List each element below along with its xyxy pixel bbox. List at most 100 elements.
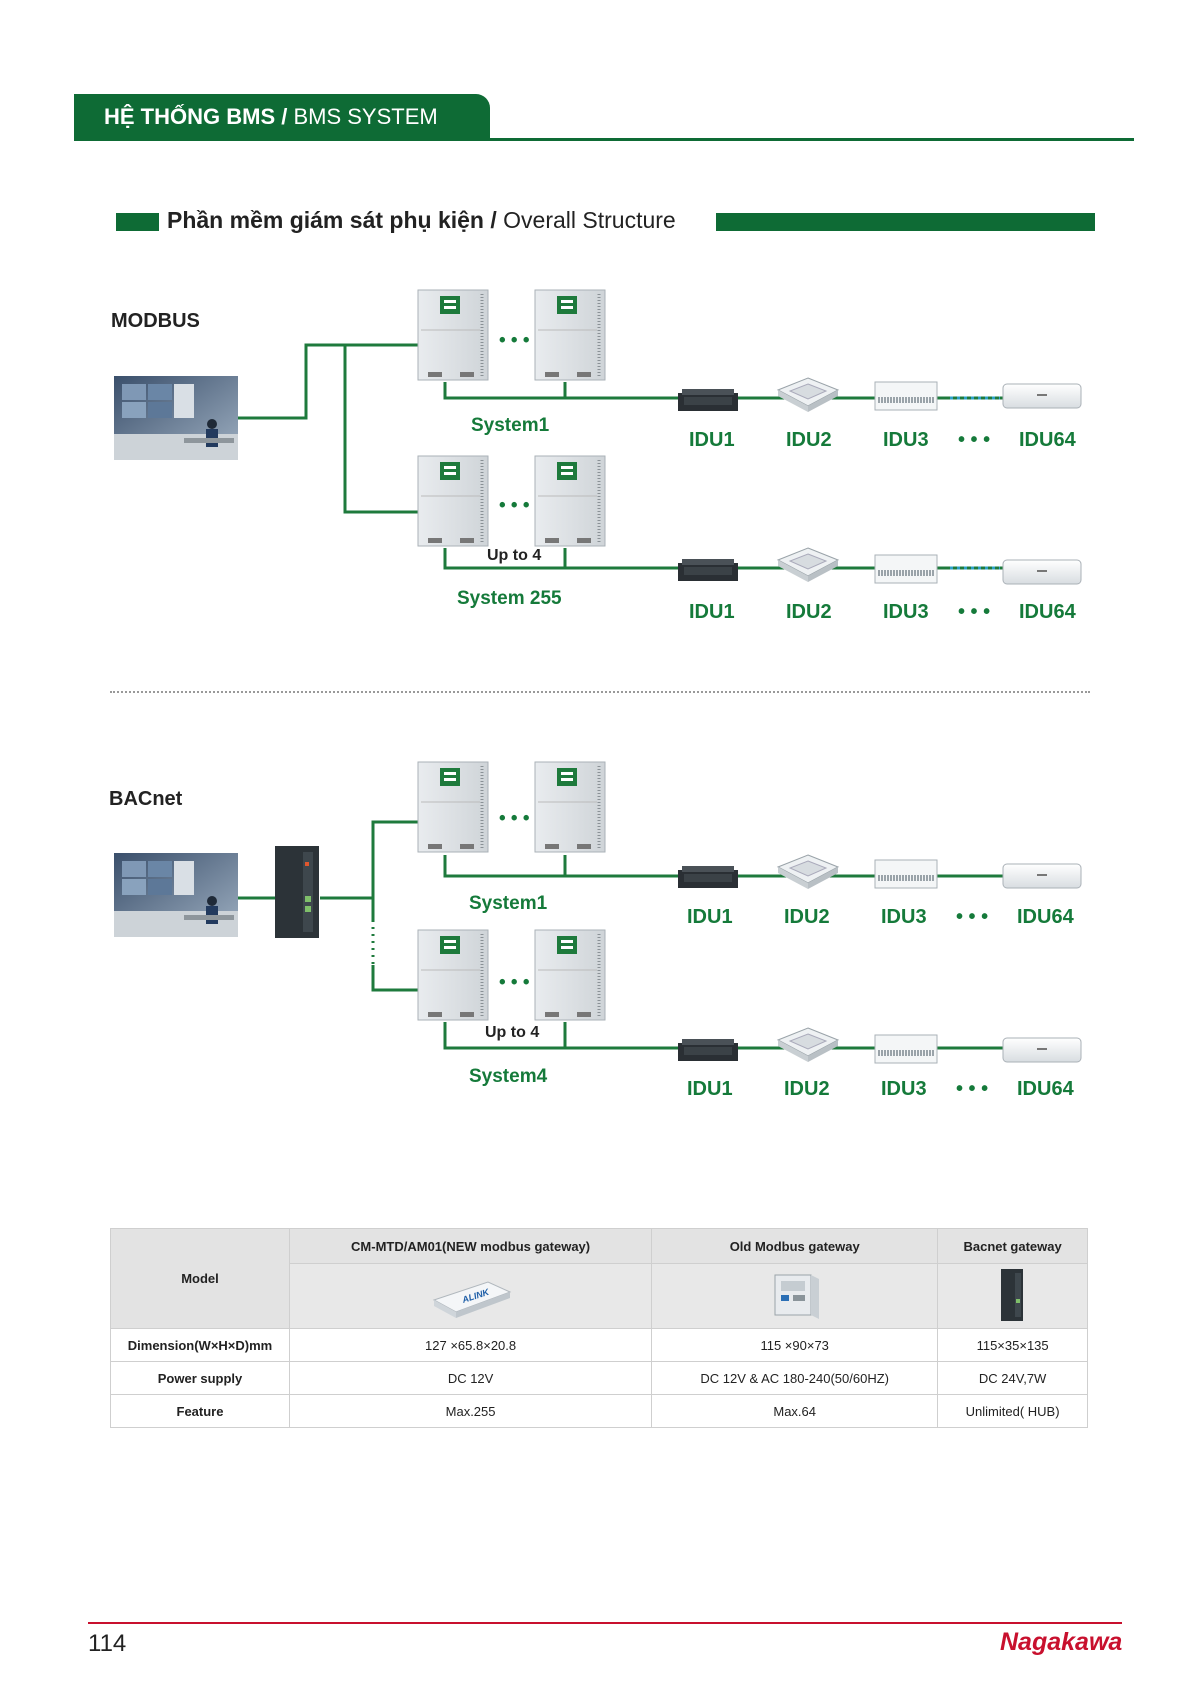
table-image-row: ALINK xyxy=(111,1263,1088,1329)
modbus-idu2-label: IDU2 xyxy=(786,429,832,451)
bacnet-label: BACnet xyxy=(109,788,183,810)
outdoor-unit-icon xyxy=(533,760,607,854)
wall-unit-icon xyxy=(1002,863,1082,889)
outdoor-unit-icon xyxy=(416,288,490,382)
modbus-lines xyxy=(238,343,1010,570)
model-header: Model xyxy=(110,1228,290,1329)
outdoor-unit-icon xyxy=(416,760,490,854)
bacnet-odu-ellipsis-2: • • • xyxy=(499,972,530,993)
column-header: CM-MTD/AM01(NEW modbus gateway) xyxy=(288,1228,653,1264)
header-rule xyxy=(74,138,1134,141)
old-gateway-device-icon xyxy=(774,1274,819,1319)
wall-unit-icon xyxy=(1002,1037,1082,1063)
outdoor-unit-icon xyxy=(416,928,490,1022)
bms-structure-diagram xyxy=(114,288,1082,1200)
section-bar-left xyxy=(116,213,159,231)
modbus-idu-ellipsis: • • • xyxy=(958,429,991,451)
modbus-idu64-label: IDU64 xyxy=(1019,429,1076,451)
bacnet-system1-label: System1 xyxy=(469,893,548,914)
table-cell: Unlimited( HUB) xyxy=(937,1394,1088,1428)
section-title-rest: Overall Structure xyxy=(496,207,676,233)
ceiling-unit-icon xyxy=(875,860,937,888)
header-title-bold: HỆ THỐNG BMS / xyxy=(104,104,288,129)
control-room-image xyxy=(114,376,238,460)
table-cell: DC 12V xyxy=(288,1361,653,1395)
header-tab: HỆ THỐNG BMS / BMS SYSTEM xyxy=(74,94,490,140)
footer-rule xyxy=(88,1622,1122,1624)
table-row: Power supply DC 12V DC 12V & AC 180-240(… xyxy=(110,1361,1088,1395)
bacnet-diagram xyxy=(114,760,1082,1063)
bacnet-system4-label: System4 xyxy=(469,1066,548,1087)
old-modbus-gateway-image xyxy=(651,1263,939,1329)
table-cell: 127 ×65.8×20.8 xyxy=(288,1328,653,1362)
section-bar-right xyxy=(716,213,1095,231)
bacnet-idu3-label: IDU3 xyxy=(881,1078,927,1100)
new-modbus-gateway-image: ALINK xyxy=(288,1263,653,1329)
table-row: Dimension(W×H×D)mm 127 ×65.8×20.8 115 ×9… xyxy=(110,1328,1088,1362)
bacnet-idu1-label: IDU1 xyxy=(687,1078,733,1100)
section-separator xyxy=(110,691,1090,693)
modbus-idu1-label: IDU1 xyxy=(689,601,735,623)
duct-unit-icon xyxy=(678,559,738,581)
bacnet-lines xyxy=(238,820,1010,1050)
table-cell: DC 12V & AC 180-240(50/60HZ) xyxy=(651,1361,939,1395)
bacnet-idu2-label: IDU2 xyxy=(784,906,830,928)
modbus-idu1-label: IDU1 xyxy=(689,429,735,451)
ceiling-unit-icon xyxy=(875,1035,937,1063)
modbus-idu64-label: IDU64 xyxy=(1019,601,1076,623)
bacnet-upto-label: Up to 4 xyxy=(485,1024,540,1041)
duct-unit-icon xyxy=(678,389,738,411)
table-cell: 115×35×135 xyxy=(937,1328,1088,1362)
section-title-bold: Phần mềm giám sát phụ kiện / xyxy=(167,207,497,233)
modbus-idu3-label: IDU3 xyxy=(883,429,929,451)
wall-unit-icon xyxy=(1002,383,1082,409)
table-cell: Max.64 xyxy=(651,1394,939,1428)
outdoor-unit-icon xyxy=(416,454,490,548)
ceiling-unit-icon xyxy=(875,555,937,583)
cassette-unit-icon xyxy=(777,547,839,583)
table-cell: DC 24V,7W xyxy=(937,1361,1088,1395)
row-label: Power supply xyxy=(110,1361,290,1395)
bacnet-idu-ellipsis: • • • xyxy=(956,906,989,928)
wall-unit-icon xyxy=(1002,559,1082,585)
column-header: Bacnet gateway xyxy=(937,1228,1088,1264)
control-room-image xyxy=(114,853,238,937)
page-number: 114 xyxy=(88,1630,127,1657)
table-cell: 115 ×90×73 xyxy=(651,1328,939,1362)
table-row: Feature Max.255 Max.64 Unlimited( HUB) xyxy=(110,1394,1088,1428)
outdoor-unit-icon xyxy=(533,928,607,1022)
brand-logo: Nagakawa xyxy=(1000,1628,1123,1656)
table-header-row: Model CM-MTD/AM01(NEW modbus gateway) Ol… xyxy=(110,1228,1088,1329)
modbus-gateway-device-icon: ALINK xyxy=(432,1280,511,1318)
modbus-idu3-label: IDU3 xyxy=(883,601,929,623)
duct-unit-icon xyxy=(678,1039,738,1061)
cassette-unit-icon xyxy=(777,1027,839,1063)
header-title-rest: BMS SYSTEM xyxy=(287,104,438,129)
ceiling-unit-icon xyxy=(875,382,937,410)
modbus-idu2-label: IDU2 xyxy=(786,601,832,623)
outdoor-unit-icon xyxy=(533,454,607,548)
gateway-spec-table: Model CM-MTD/AM01(NEW modbus gateway) Ol… xyxy=(110,1228,1088,1428)
modbus-system1-label: System1 xyxy=(471,415,550,436)
table-cell: Max.255 xyxy=(288,1394,653,1428)
cassette-unit-icon xyxy=(777,377,839,413)
cassette-unit-icon xyxy=(777,854,839,890)
modbus-idu-ellipsis: • • • xyxy=(958,601,991,623)
bacnet-gateway-image xyxy=(937,1263,1088,1329)
bacnet-idu64-label: IDU64 xyxy=(1017,906,1074,928)
row-label: Feature xyxy=(110,1394,290,1428)
bacnet-idu3-label: IDU3 xyxy=(881,906,927,928)
section-title: Phần mềm giám sát phụ kiện / Overall Str… xyxy=(167,207,676,234)
modbus-system255-label: System 255 xyxy=(457,588,562,609)
modbus-label: MODBUS xyxy=(111,310,200,332)
bacnet-gateway-device-icon xyxy=(1000,1268,1023,1321)
bacnet-idu64-label: IDU64 xyxy=(1017,1078,1074,1100)
duct-unit-icon xyxy=(678,866,738,888)
modbus-odu-ellipsis-1: • • • xyxy=(499,330,530,351)
modbus-upto-label: Up to 4 xyxy=(487,547,542,564)
bacnet-odu-ellipsis-1: • • • xyxy=(499,808,530,829)
bacnet-idu2-label: IDU2 xyxy=(784,1078,830,1100)
bacnet-idu1-label: IDU1 xyxy=(687,906,733,928)
row-label: Dimension(W×H×D)mm xyxy=(110,1328,290,1362)
modbus-odu-ellipsis-2: • • • xyxy=(499,495,530,516)
